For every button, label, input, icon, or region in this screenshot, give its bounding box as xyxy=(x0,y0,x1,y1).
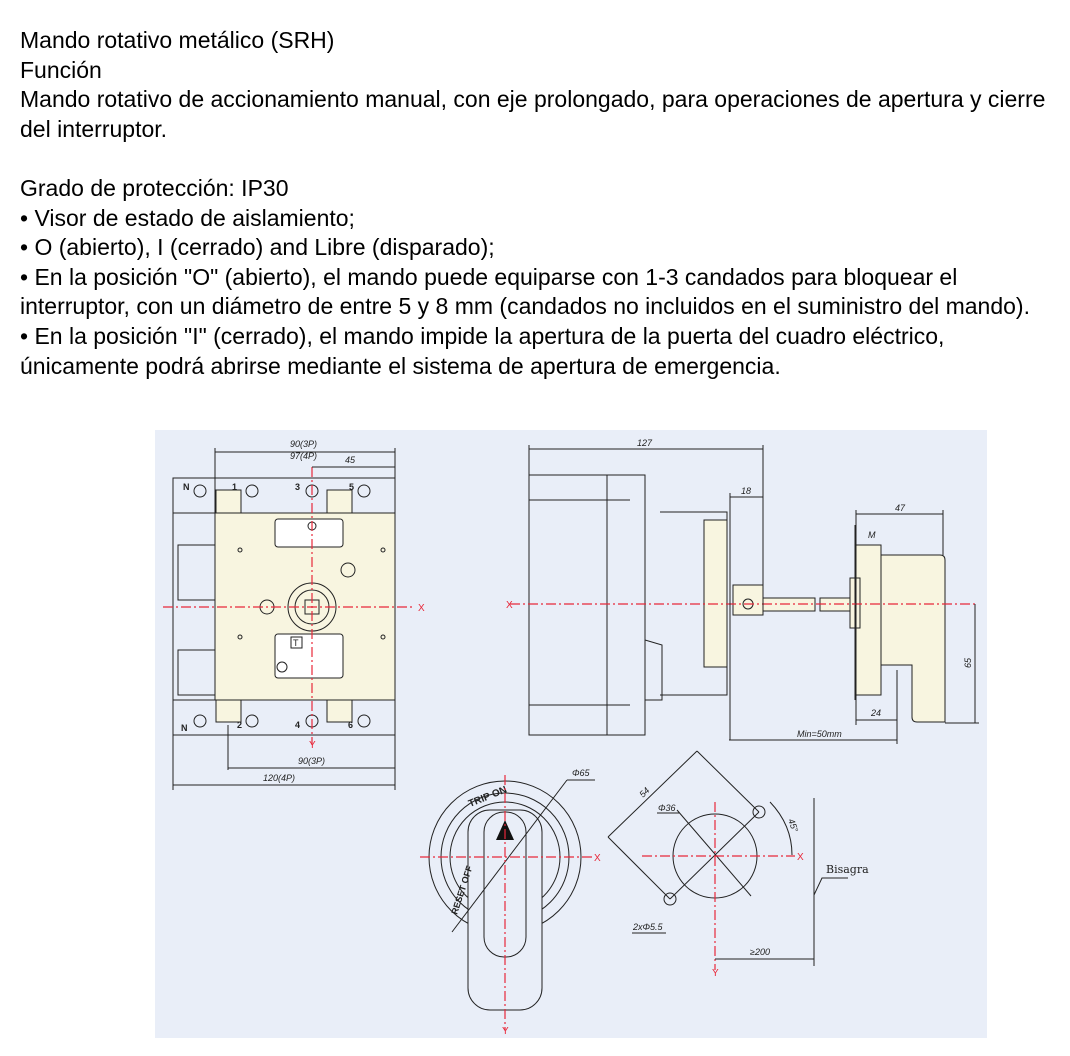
svg-text:Min=50mm: Min=50mm xyxy=(797,729,842,739)
svg-text:24: 24 xyxy=(870,708,881,718)
bullet-item: • O (abierto), I (cerrado) and Libre (di… xyxy=(20,234,495,261)
svg-text:127: 127 xyxy=(637,438,653,448)
bullet-item: • En la posición "I" (cerrado), el mando… xyxy=(20,322,945,379)
svg-text:N: N xyxy=(181,723,188,733)
title: Mando rotativo metálico (SRH) xyxy=(20,27,335,53)
protection-grade: Grado de protección: IP30 xyxy=(20,174,289,201)
svg-text:45°: 45° xyxy=(786,817,800,834)
svg-text:2xΦ5.5: 2xΦ5.5 xyxy=(632,922,664,932)
svg-text:Φ65: Φ65 xyxy=(572,768,591,778)
svg-text:1: 1 xyxy=(232,482,237,492)
svg-text:4: 4 xyxy=(295,720,300,730)
svg-text:Y: Y xyxy=(502,1026,509,1037)
description-text: Mando rotativo metálico (SRH) Función Ma… xyxy=(20,26,1060,381)
front-view: N 1 3 5 N 2 4 6 T X Y 90(3P) 97 xyxy=(163,439,425,790)
svg-text:90(3P): 90(3P) xyxy=(290,439,317,449)
svg-text:Φ36: Φ36 xyxy=(658,803,676,813)
svg-text:N: N xyxy=(183,482,190,492)
svg-text:X: X xyxy=(797,852,804,863)
bullet-item: • Visor de estado de aislamiento; xyxy=(20,204,355,231)
door-cutout-view: 54 45° Φ36 2xΦ5.5 X Y ≥200 Bisagra xyxy=(607,750,869,979)
svg-text:X: X xyxy=(506,600,513,611)
drawing-svg: N 1 3 5 N 2 4 6 T X Y 90(3P) 97 xyxy=(163,438,979,1037)
svg-text:Y: Y xyxy=(712,968,719,979)
svg-text:X: X xyxy=(418,603,425,614)
svg-text:6: 6 xyxy=(348,720,353,730)
svg-text:T: T xyxy=(293,638,299,648)
svg-text:65: 65 xyxy=(963,657,973,668)
svg-text:47: 47 xyxy=(895,503,906,513)
svg-text:Bisagra: Bisagra xyxy=(826,863,869,876)
svg-text:X: X xyxy=(594,853,601,864)
svg-text:97(4P): 97(4P) xyxy=(290,451,317,461)
svg-text:Y: Y xyxy=(309,740,316,751)
svg-text:≥200: ≥200 xyxy=(750,947,770,957)
knob-view: Φ65 TRIP ON RESET OFF X Y xyxy=(420,768,601,1037)
svg-text:120(4P): 120(4P) xyxy=(263,773,295,783)
svg-text:3: 3 xyxy=(295,482,300,492)
bullet-item: • En la posición "O" (abierto), el mando… xyxy=(20,263,1030,320)
side-view: X 127 18 47 M 65 24 Min=50mm xyxy=(506,438,979,744)
function-heading: Función xyxy=(20,56,102,83)
svg-text:2: 2 xyxy=(237,720,242,730)
function-text: Mando rotativo de accionamiento manual, … xyxy=(20,86,1046,142)
technical-drawing: N 1 3 5 N 2 4 6 T X Y 90(3P) 97 xyxy=(155,430,987,1038)
svg-text:90(3P): 90(3P) xyxy=(298,756,325,766)
svg-text:M: M xyxy=(868,530,876,540)
svg-text:18: 18 xyxy=(741,486,751,496)
svg-text:45: 45 xyxy=(345,455,356,465)
svg-text:5: 5 xyxy=(349,482,354,492)
